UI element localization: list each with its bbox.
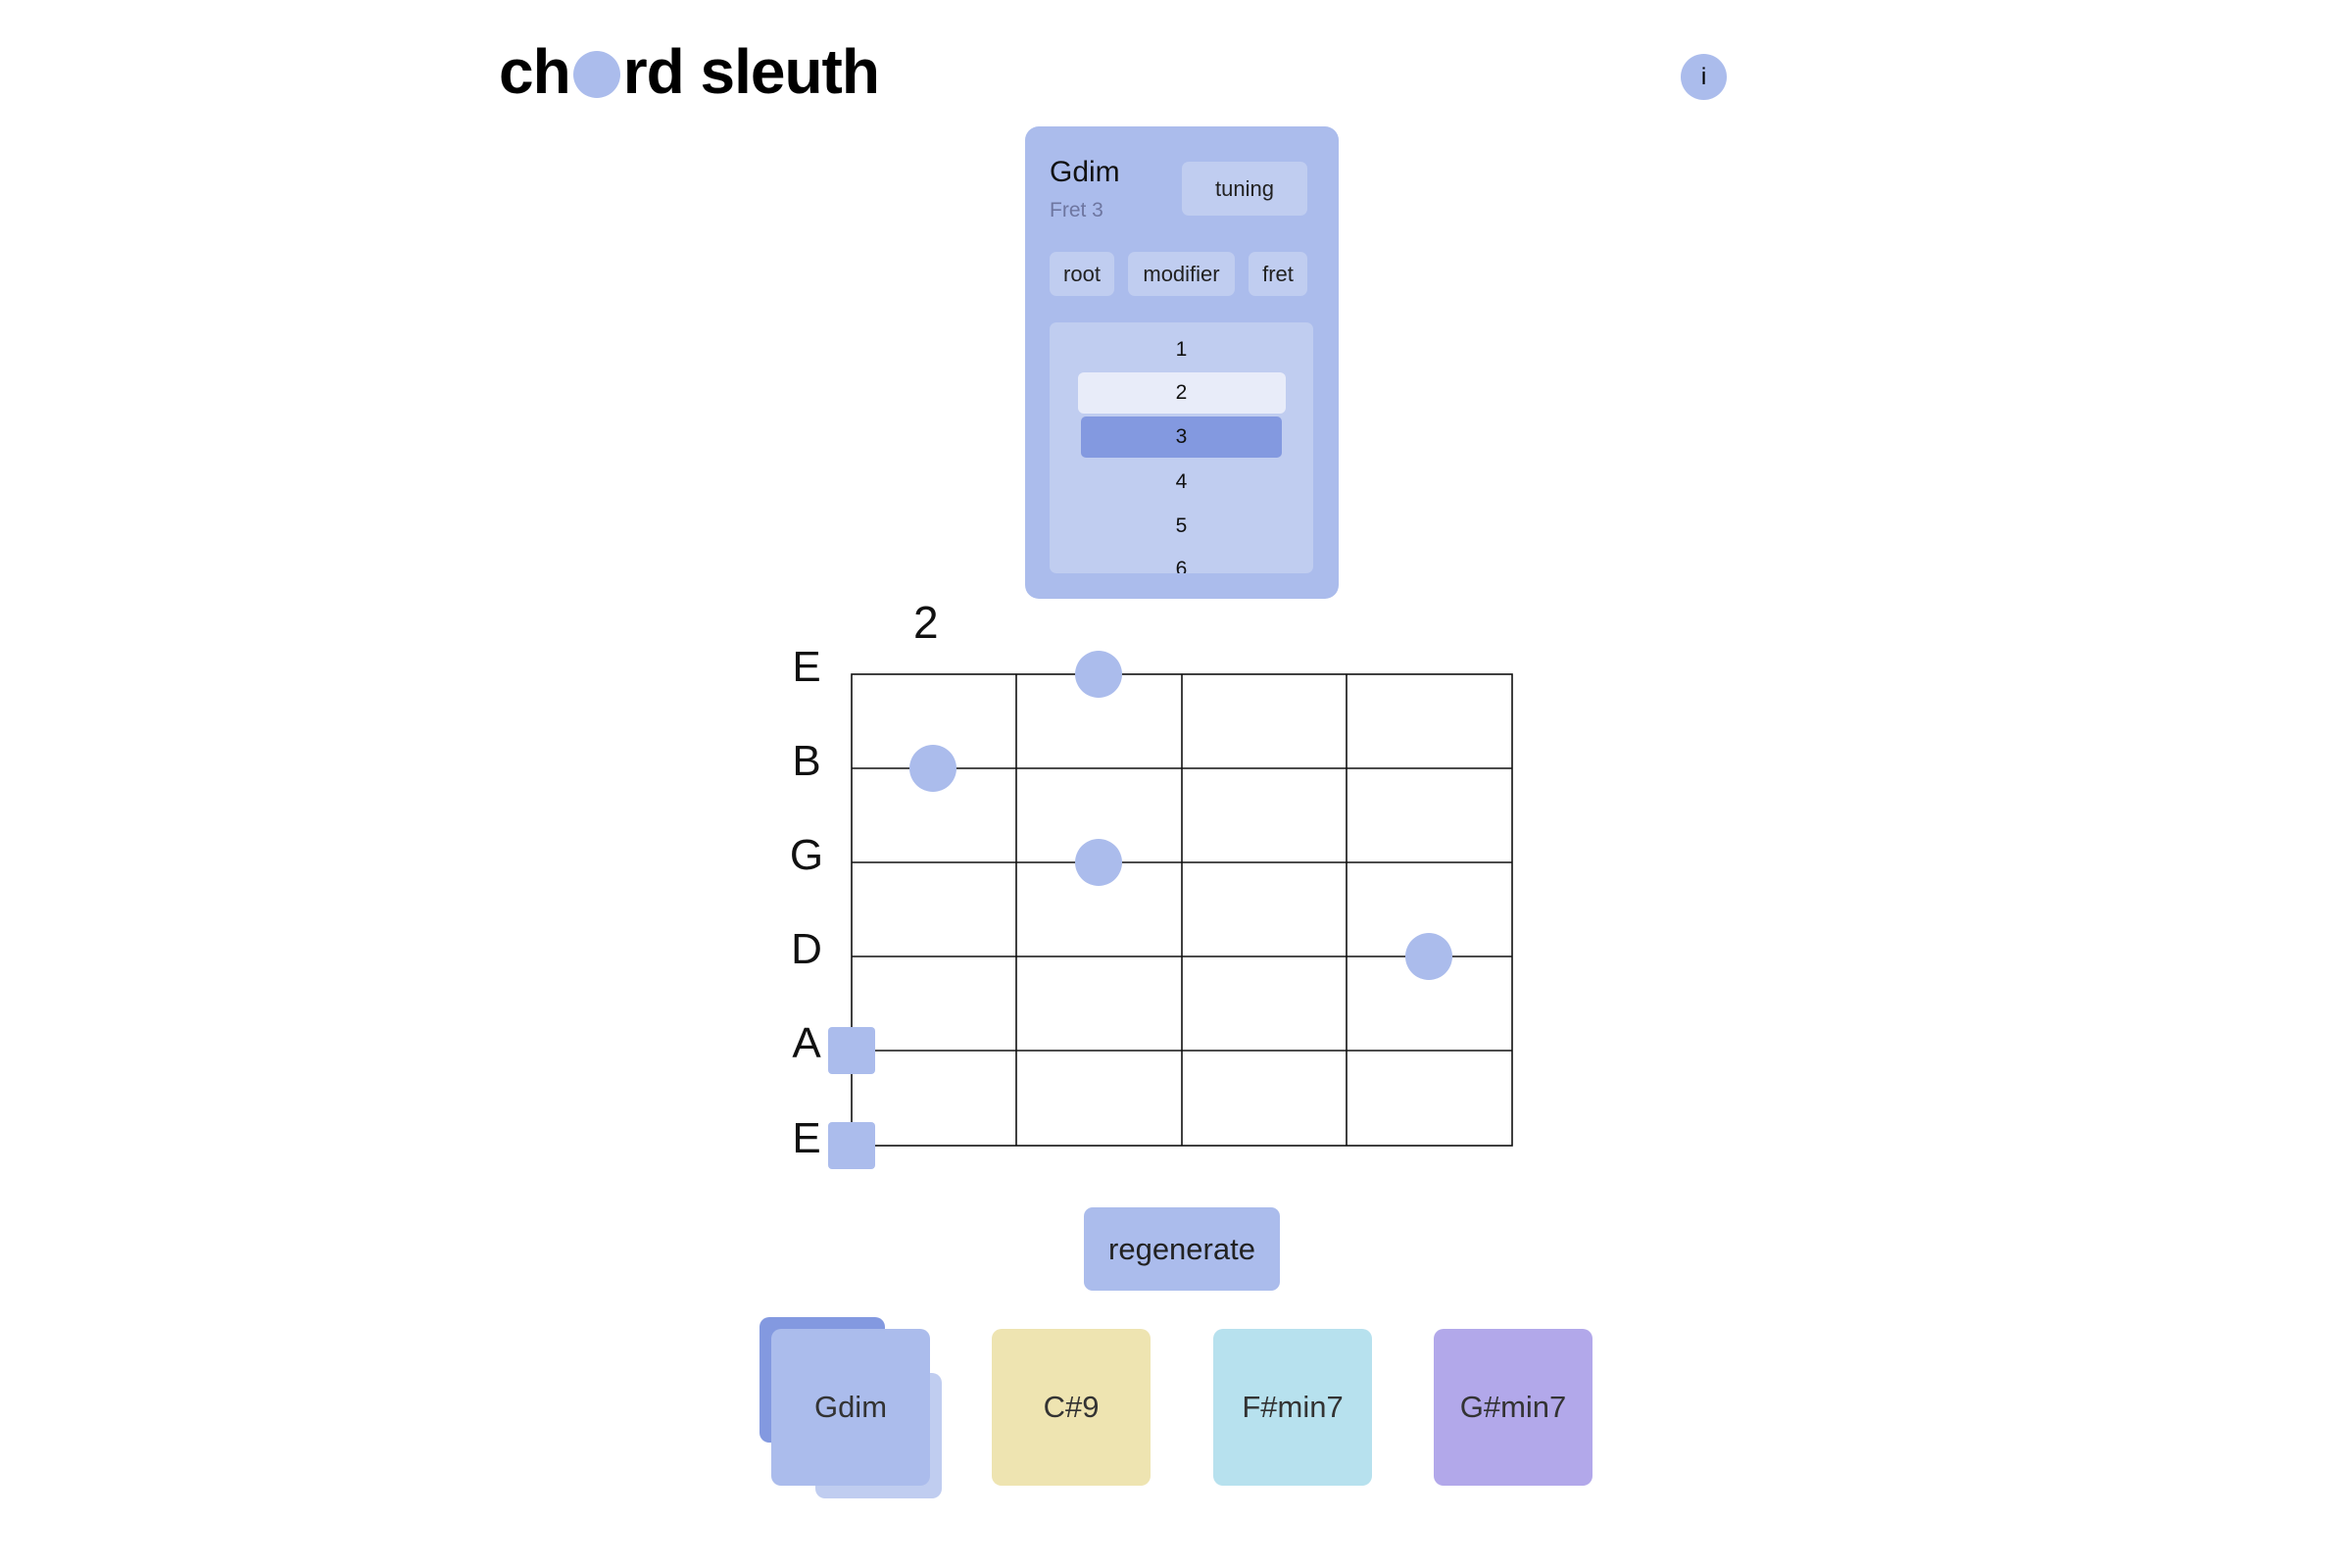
chord-card-csharp9[interactable]: C#9 <box>992 1329 1151 1486</box>
tab-root[interactable]: root <box>1050 252 1114 296</box>
finger-dot-g <box>1075 839 1122 886</box>
info-button[interactable]: i <box>1681 54 1727 100</box>
option-label: 1 <box>1175 338 1188 361</box>
finger-dot-b <box>909 745 956 792</box>
finger-dot-high-e <box>1075 651 1122 698</box>
fret-option-2[interactable]: 2 <box>1050 372 1313 414</box>
regenerate-button[interactable]: regenerate <box>1084 1207 1280 1291</box>
muted-marker-a <box>828 1027 875 1074</box>
chord-card-gsharpmin7[interactable]: G#min7 <box>1434 1329 1592 1486</box>
option-label: 5 <box>1175 514 1188 537</box>
tuning-button[interactable]: tuning <box>1182 162 1307 216</box>
string-label-g: G <box>789 831 824 879</box>
option-label: 6 <box>1175 558 1188 573</box>
option-label: 3 <box>1175 425 1188 448</box>
tab-fret[interactable]: fret <box>1249 252 1307 296</box>
string-label-d: D <box>791 925 822 973</box>
fret-select-list[interactable]: 1 2 3 4 5 6 <box>1050 322 1313 573</box>
finger-dot-d <box>1405 933 1452 980</box>
string-label-a: A <box>792 1019 821 1067</box>
fret-option-6[interactable]: 6 <box>1050 549 1313 573</box>
fret-option-5[interactable]: 5 <box>1050 506 1313 547</box>
fret-label: Fret 3 <box>1050 199 1103 221</box>
app-logo: ch rd sleuth <box>499 35 880 108</box>
chord-card-fsharpmin7[interactable]: F#min7 <box>1213 1329 1372 1486</box>
chord-settings-panel: Gdim Fret 3 tuning root modifier fret 1 … <box>1025 126 1339 599</box>
fret-option-1[interactable]: 1 <box>1050 329 1313 370</box>
option-label: 2 <box>1175 381 1188 404</box>
fret-option-3-selected[interactable]: 3 <box>1050 416 1313 458</box>
logo-text-start: ch <box>499 36 571 107</box>
muted-marker-low-e <box>828 1122 875 1169</box>
logo-text-end: rd sleuth <box>622 36 880 107</box>
logo-circle-icon <box>572 51 620 98</box>
chord-card-gdim[interactable]: Gdim <box>771 1329 930 1486</box>
chord-name: Gdim <box>1050 156 1120 188</box>
string-label-b: B <box>792 737 821 785</box>
option-label: 4 <box>1175 470 1188 493</box>
start-fret-label: 2 <box>913 597 939 648</box>
string-label-high-e: E <box>792 643 821 691</box>
string-label-low-e: E <box>792 1114 821 1162</box>
tab-modifier[interactable]: modifier <box>1128 252 1235 296</box>
fret-option-4[interactable]: 4 <box>1050 462 1313 503</box>
